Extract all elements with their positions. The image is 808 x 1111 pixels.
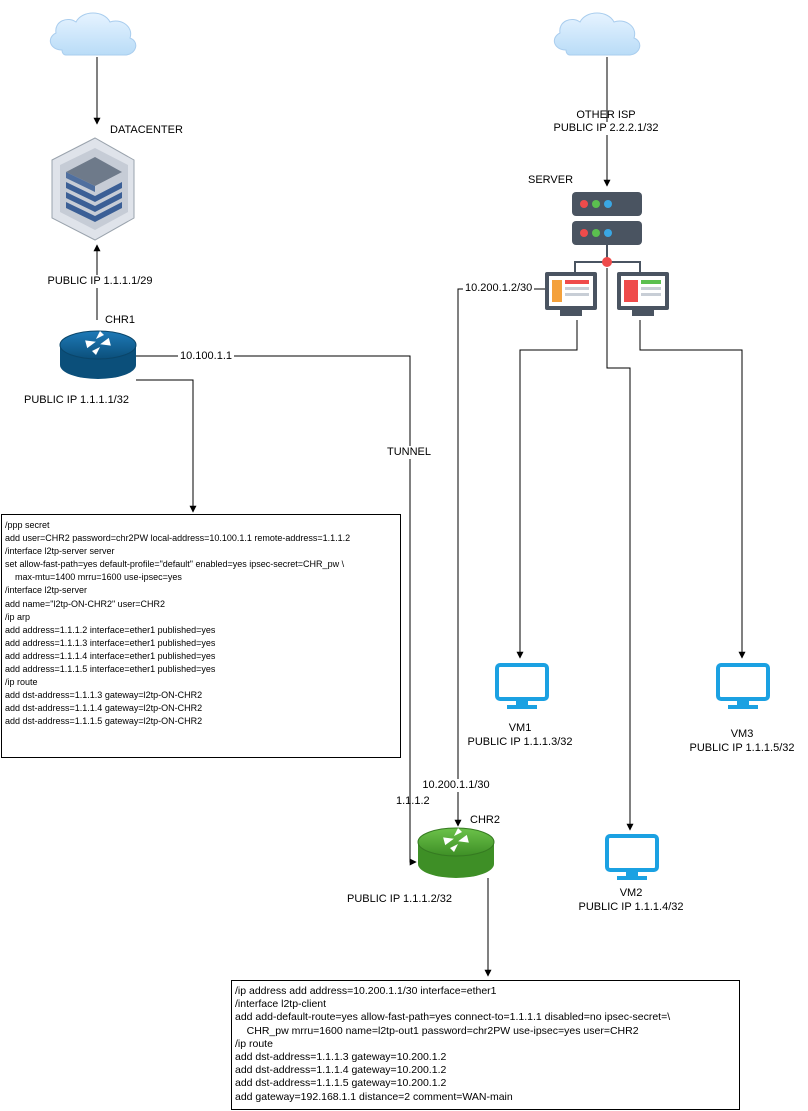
chr1-config-box: /ppp secret add user=CHR2 password=chr2PW… (1, 514, 401, 758)
server-link-ip-label: 10.200.1.2/30 (463, 282, 535, 295)
config-line: add dst-address=1.1.1.4 gateway=l2tp-ON-… (5, 703, 203, 714)
config-line: add dst-address=1.1.1.3 gateway=l2tp-ON-… (5, 690, 203, 701)
vm2-label: VM2 (619, 887, 643, 899)
config-line: add name="l2tp-ON-CHR2" user=CHR2 (5, 598, 165, 609)
config-line: /ppp secret (5, 520, 50, 530)
chr2-router-icon (417, 827, 495, 878)
config-line: add add-default-route=yes allow-fast-pat… (235, 1011, 671, 1024)
vm1-monitor-icon (495, 663, 549, 709)
config-line: add dst-address=1.1.1.5 gateway=10.200.1… (235, 1077, 447, 1090)
config-line: add address=1.1.1.4 interface=ether1 pub… (5, 650, 216, 661)
vm-window-icon-left (545, 272, 597, 316)
config-line: /ip arp (5, 611, 31, 622)
config-line: add address=1.1.1.2 interface=ether1 pub… (5, 624, 216, 635)
vm-window-icon-right (617, 272, 669, 316)
tunnel-ip-chr1-label: 10.100.1.1 (178, 350, 234, 363)
config-line: max-mtu=1400 mrru=1600 use-ipsec=yes (5, 572, 182, 583)
chr1-label: CHR1 (105, 314, 135, 326)
edge-server-vm3 (639, 320, 746, 659)
config-line: /ip address add address=10.200.1.1/30 in… (235, 985, 497, 997)
config-line: add address=1.1.1.3 interface=ether1 pub… (5, 637, 216, 648)
config-line: set allow-fast-path=yes default-profile=… (5, 559, 345, 570)
datacenter-public-ip-label: PUBLIC IP 1.1.1.1/29 (45, 275, 155, 288)
vm1-ip-label: PUBLIC IP 1.1.1.3/32 (467, 736, 573, 748)
datacenter-label: DATACENTER (110, 124, 183, 136)
vm2-ip-label: PUBLIC IP 1.1.1.4/32 (578, 901, 684, 913)
vm3-ip-label: PUBLIC IP 1.1.1.5/32 (689, 742, 795, 754)
server-icon (572, 192, 642, 245)
datacenter-rack-icon (51, 137, 135, 241)
config-line: CHR_pw mrru=1600 name=l2tp-out1 password… (235, 1024, 639, 1037)
server-hub-dot (602, 257, 612, 267)
tunnel-ip-chr2-label: 1.1.1.2 (396, 795, 430, 807)
chr2-link-ip-label: 10.200.1.1/30 (420, 779, 492, 792)
other-isp-ip-label: PUBLIC IP 2.2.2.1/32 (553, 122, 659, 135)
vm3-label: VM3 (730, 728, 754, 740)
config-line: add address=1.1.1.5 interface=ether1 pub… (5, 664, 216, 675)
edge-server-vm2 (606, 268, 634, 831)
config-line: /interface l2tp-client (235, 998, 327, 1011)
edge-server-vm1 (516, 320, 578, 659)
server-label: SERVER (528, 174, 574, 186)
chr1-public-ip-label: PUBLIC IP 1.1.1.1/32 (24, 394, 129, 406)
config-line: add dst-address=1.1.1.3 gateway=10.200.1… (235, 1051, 447, 1064)
chr2-public-ip-label: PUBLIC IP 1.1.1.2/32 (347, 893, 452, 905)
vm3-monitor-icon (716, 663, 770, 709)
config-line: /interface l2tp-server (5, 585, 88, 596)
edge-chr1-config (136, 379, 197, 513)
edge-tunnel (136, 355, 417, 866)
cloud-icon-other-isp (553, 12, 641, 56)
config-line: add gateway=192.168.1.1 distance=2 comme… (235, 1090, 513, 1103)
config-line: add dst-address=1.1.1.4 gateway=10.200.1… (235, 1064, 447, 1077)
chr1-router-icon (59, 330, 137, 379)
tunnel-label: TUNNEL (384, 446, 434, 459)
config-line: /ip route (5, 677, 38, 688)
config-line: add dst-address=1.1.1.5 gateway=l2tp-ON-… (5, 716, 203, 727)
other-isp-label: OTHER ISP (576, 109, 636, 121)
config-line: add user=CHR2 password=chr2PW local-addr… (5, 533, 351, 544)
vm1-label: VM1 (508, 722, 532, 734)
config-line: /interface l2tp-server server (5, 546, 115, 557)
chr2-label: CHR2 (470, 814, 500, 826)
chr2-config-box: /ip address add address=10.200.1.1/30 in… (231, 980, 740, 1110)
config-line: /ip route (235, 1037, 273, 1050)
vm2-monitor-icon (605, 834, 659, 880)
cloud-icon-datacenter (49, 12, 137, 56)
